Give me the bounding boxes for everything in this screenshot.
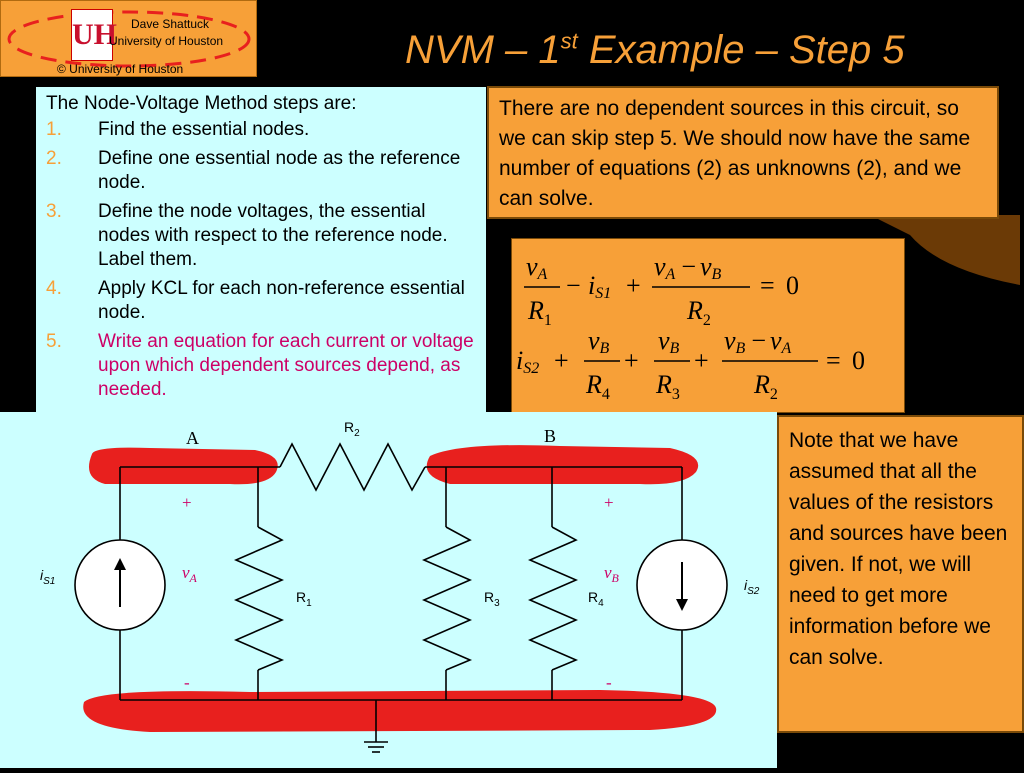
svg-text:R2: R2 [686,296,711,329]
is1-label: iS1 [40,567,55,587]
equation-node-a: vA R1 − iS1 + vA−vB R2 = 0 [524,252,799,329]
equation-node-b: iS2 + vB R4 + vB R3 + vB−vA R2 = 0 [516,326,865,403]
equations-panel: vA R1 − iS1 + vA−vB R2 = 0 iS2 + vB R4 +… [511,238,905,413]
current-source-is1 [74,539,166,631]
svg-text:vA−vB: vA−vB [654,252,722,283]
svg-text:+: + [554,346,569,375]
decorative-shadow [870,215,1020,285]
node-a-label: A [186,428,199,448]
node-b-highlight [426,445,699,485]
resistor-r4 [527,526,579,671]
circuit-diagram: A B R2 R1 R3 R4 iS1 iS2 + - + - vA vB [0,412,777,768]
svg-text:R4: R4 [585,370,610,403]
svg-text:iS2: iS2 [516,346,539,377]
r1-label: R1 [296,589,312,609]
svg-text:R3: R3 [655,370,680,403]
copyright-text: © University of Houston [57,62,184,76]
node-a-highlight [88,447,278,485]
minus-b-label: - [606,673,612,692]
list-item: 1.Find the essential nodes. [46,119,310,140]
resistor-r2 [279,442,426,492]
note-skip-step: There are no dependent sources in this c… [487,86,999,219]
circuit-svg: A B R2 R1 R3 R4 iS1 iS2 + - + - vA vB [40,419,760,753]
steps-panel: The Node-Voltage Method steps are: 1.Fin… [36,87,486,413]
svg-text:R1: R1 [527,296,552,329]
r3-label: R3 [484,589,500,609]
steps-intro: The Node-Voltage Method steps are: [46,93,357,114]
institution-name: University of Houston [109,34,224,48]
is2-label: iS2 [744,577,760,597]
node-b-label: B [544,426,556,446]
slide-title: NVM – 1st Example – Step 5 [405,28,905,72]
equations-svg: vA R1 − iS1 + vA−vB R2 = 0 iS2 + vB R4 +… [516,252,865,403]
reference-node-highlight [83,690,717,732]
r4-label: R4 [588,589,604,609]
list-item: 3.Define the node voltages, the essentia… [46,201,448,270]
list-item: 2.Define one essential node as the refer… [46,148,461,193]
svg-text:R2: R2 [753,370,778,403]
vb-label: vB [604,563,620,585]
svg-text:0: 0 [786,271,799,300]
list-item: 4.Apply KCL for each non-reference essen… [46,278,465,323]
svg-text:=: = [826,346,841,375]
plus-a-label: + [182,493,192,512]
resistor-r3 [421,526,473,671]
current-source-is2 [636,539,728,631]
svg-text:vA: vA [526,252,548,283]
svg-text:vB−vA: vB−vA [724,326,792,357]
author-logo-box: UH Dave Shattuck University of Houston ©… [0,0,257,77]
svg-text:0: 0 [852,346,865,375]
va-label: vA [182,563,198,585]
minus-a-label: - [184,673,190,692]
note-assumptions: Note that we have assumed that all the v… [777,415,1024,733]
svg-text:−: − [566,271,581,300]
svg-text:=: = [760,271,775,300]
svg-text:+: + [694,346,709,375]
dashed-oval-decoration [7,10,251,68]
svg-text:iS1: iS1 [588,271,611,302]
svg-text:+: + [626,271,641,300]
author-name: Dave Shattuck [131,17,210,31]
svg-text:+: + [624,346,639,375]
steps-list: 1.Find the essential nodes. 2.Define one… [46,118,476,402]
list-item-current-step: 5.Write an equation for each current or … [46,331,474,400]
plus-b-label: + [604,493,614,512]
r2-label: R2 [344,419,360,439]
resistor-r1 [233,526,285,671]
svg-text:vB: vB [588,326,610,357]
svg-text:vB: vB [658,326,680,357]
university-logo: UH [71,9,117,61]
